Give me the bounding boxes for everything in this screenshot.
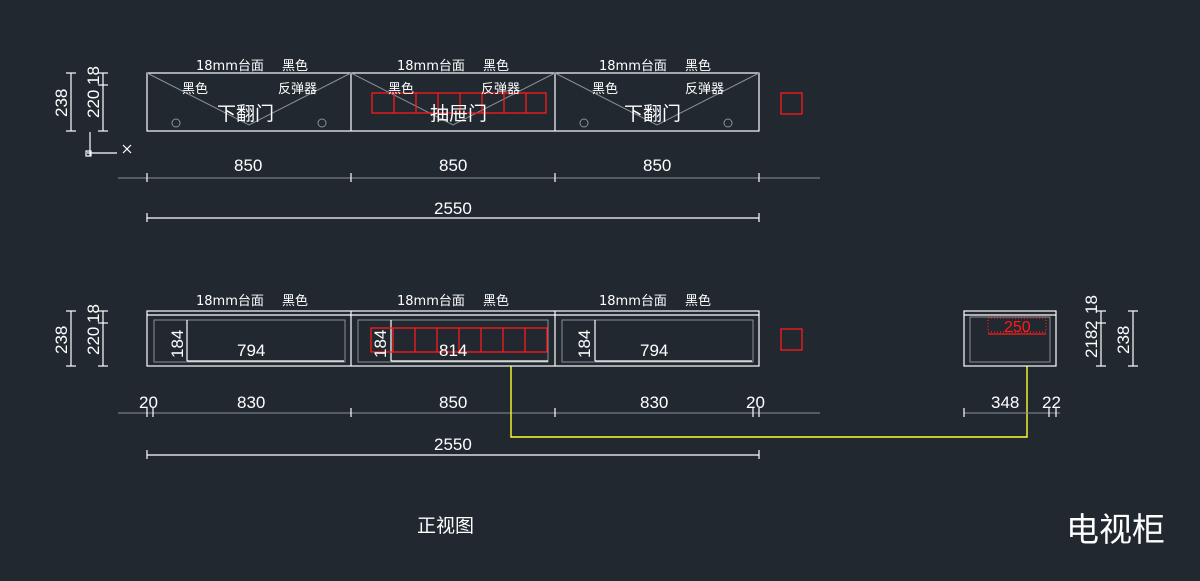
dim-width-1: 850	[234, 156, 262, 175]
rebounder-symbol	[171, 118, 181, 128]
panel-name: 下翻门	[624, 103, 681, 125]
dim-inner-height: 184	[168, 330, 187, 358]
worktop-color: 黑色	[483, 58, 509, 74]
worktop-label: 18mm台面	[599, 294, 667, 309]
panel-name: 下翻门	[217, 103, 274, 125]
dim-depth: 348	[991, 393, 1019, 412]
dim-back-panel: 22	[1042, 393, 1061, 412]
dim-height-body: 220	[84, 327, 103, 355]
compartment	[357, 319, 549, 363]
drawer-grid	[371, 92, 547, 114]
drawer-grid	[370, 327, 548, 353]
door-color: 黑色	[182, 81, 208, 97]
rebounder-label: 反弹器	[481, 82, 520, 97]
dim-height-top: 18	[1082, 295, 1101, 314]
top-vertical-dimensions: 238 220 18	[52, 66, 108, 132]
worktop-label: 18mm台面	[196, 59, 264, 74]
dim-inner-width: 814	[439, 341, 467, 360]
dim-height-body: 220	[84, 90, 103, 118]
dim-side-left: 20	[139, 393, 158, 412]
front-cabinet-outline	[146, 310, 760, 367]
dim-width-3: 830	[640, 393, 668, 412]
worktop-color: 黑色	[685, 58, 711, 74]
dim-inner-height: 184	[371, 330, 390, 358]
worktop-label: 18mm台面	[196, 294, 264, 309]
dim-height-gap: 2	[1082, 321, 1101, 330]
door-color: 黑色	[388, 81, 414, 97]
red-marker	[780, 328, 803, 351]
dim-width-1: 830	[237, 393, 265, 412]
section-leader-line	[510, 366, 1028, 438]
dim-width-3: 850	[643, 156, 671, 175]
front-vertical-dimensions: 238 220 18	[52, 304, 108, 367]
dim-height-top: 18	[84, 66, 103, 85]
worktop-color: 黑色	[483, 293, 509, 309]
rebounder-label: 反弹器	[685, 82, 724, 97]
side-width-dimensions: 348 22	[963, 393, 1061, 417]
dim-inner-height: 184	[575, 330, 594, 358]
dim-inner-width: 794	[640, 341, 668, 360]
drawer-door-mark	[350, 72, 556, 126]
compartment	[561, 319, 754, 363]
dim-height-top: 18	[84, 304, 103, 323]
dim-height-total: 238	[52, 89, 71, 117]
dim-total-width: 2550	[434, 435, 472, 454]
dim-total-width: 2550	[434, 199, 472, 218]
dim-width-2: 850	[439, 156, 467, 175]
compartment	[153, 319, 346, 363]
rebounder-symbol	[317, 118, 327, 128]
worktop-label: 18mm台面	[397, 294, 465, 309]
rebounder-label: 反弹器	[278, 82, 317, 97]
rebounder-symbol	[579, 118, 589, 128]
worktop-label: 18mm台面	[397, 59, 465, 74]
dim-side-right: 20	[746, 393, 765, 412]
door-color: 黑色	[592, 81, 618, 97]
dim-height-total: 238	[52, 326, 71, 354]
top-cabinet-outline	[146, 72, 760, 132]
ucs-axis-icon	[85, 132, 132, 157]
worktop-color: 黑色	[282, 58, 308, 74]
front-width-dimensions: 20 830 850 830 20 2550	[118, 393, 820, 459]
dim-height-body: 218	[1082, 330, 1101, 358]
worktop-color: 黑色	[685, 293, 711, 309]
front-view: 18mm台面 黑色 18mm台面 黑色 18mm台面 黑色 184 184 18…	[52, 293, 1028, 459]
side-view: 250 218 2 18 238 348 22	[963, 295, 1138, 417]
flap-door-mark	[554, 72, 760, 126]
view-name-label: 正视图	[417, 515, 474, 537]
dim-inner-width: 794	[237, 341, 265, 360]
side-vertical-dimensions: 218 2 18 238	[1082, 295, 1138, 367]
dim-height-total: 238	[1114, 326, 1133, 354]
side-cabinet-outline	[963, 310, 1057, 367]
worktop-label: 18mm台面	[599, 59, 667, 74]
dim-drawer-depth: 250	[1004, 319, 1031, 336]
flap-door-mark	[146, 72, 352, 126]
top-width-dimensions: 850 850 850 2550	[118, 156, 820, 222]
dim-width-2: 850	[439, 393, 467, 412]
red-marker	[780, 92, 803, 115]
panel-name: 抽屉门	[430, 103, 487, 125]
drawing-title: 电视柜	[1066, 510, 1165, 549]
rebounder-symbol	[723, 118, 733, 128]
top-view: 18mm台面 黑色 黑色 反弹器 下翻门 18mm台面 黑色 黑色 反弹器 抽屉…	[52, 58, 820, 222]
worktop-color: 黑色	[282, 293, 308, 309]
